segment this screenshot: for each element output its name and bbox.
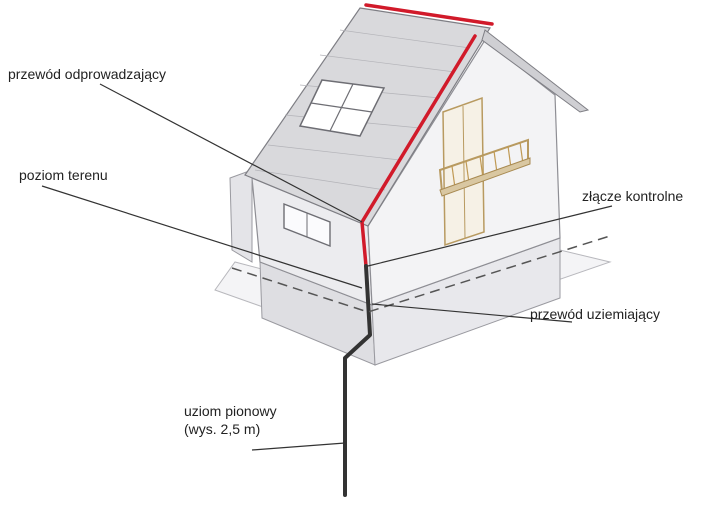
leader-test-joint <box>367 205 613 267</box>
earthing-conductor-line <box>343 264 372 497</box>
annex-wall <box>229 169 253 263</box>
leader-lines <box>41 83 613 451</box>
label-earth-rod-height: (wys. 2,5 m) <box>184 421 261 437</box>
ridge-conductor <box>364 3 494 26</box>
leader-down-conductor <box>99 83 363 223</box>
ground-level-line <box>231 235 611 313</box>
label-ground-level: poziom terenu <box>19 167 108 183</box>
label-test-joint: złącze kontrolne <box>582 188 684 204</box>
label-earth-rod: uziom pionowy <box>184 403 277 419</box>
label-down-conductor: przewód odprowadzający <box>8 66 166 82</box>
leader-earthing-conductor <box>371 303 573 323</box>
label-earthing-conductor: przewód uziemiający <box>530 306 660 322</box>
roof-eave-right <box>481 29 590 113</box>
balcony-floor <box>439 157 531 197</box>
leader-ground-level <box>41 185 363 289</box>
leader-earth-rod <box>251 442 346 451</box>
